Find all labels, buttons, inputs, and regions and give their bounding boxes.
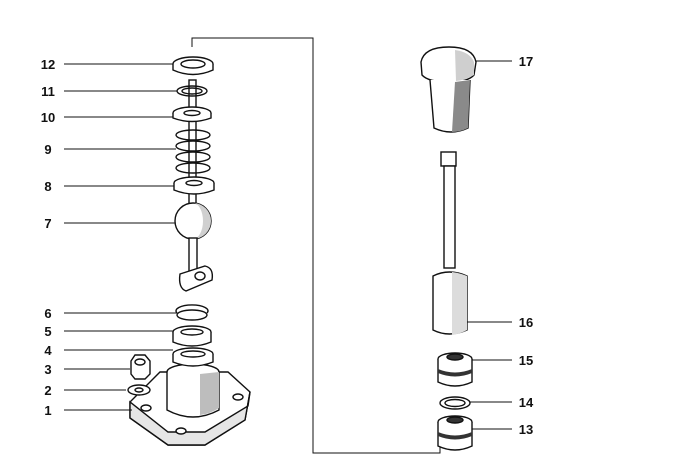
callout-6-label: 6 <box>44 306 51 321</box>
callout-2-label: 2 <box>44 383 51 398</box>
bushing <box>172 325 212 347</box>
callout-10-label: 10 <box>41 110 55 125</box>
callout-leaders <box>64 60 512 430</box>
callout-8-label: 8 <box>44 179 51 194</box>
callout-13-label: 13 <box>519 422 533 437</box>
callout-1-label: 1 <box>44 403 51 418</box>
coil-spring <box>175 129 211 174</box>
split-ring <box>439 396 471 410</box>
circlip <box>175 304 209 321</box>
callout-7-label: 7 <box>44 216 51 231</box>
callout-5-label: 5 <box>44 324 51 339</box>
assembly-link-line <box>191 37 441 454</box>
gear-knob <box>420 46 477 133</box>
gear-lever-housing <box>129 363 251 446</box>
callout-4-label: 4 <box>44 343 52 358</box>
callout-11-label: 11 <box>41 84 55 99</box>
callout-17-label: 17 <box>519 54 533 69</box>
bushing-upper <box>437 352 473 387</box>
callout-15-label: 15 <box>519 353 533 368</box>
washer <box>127 384 151 396</box>
callout-9-label: 9 <box>44 142 51 157</box>
spring-seat-lower <box>173 176 215 195</box>
shift-rod-sleeve <box>432 151 468 335</box>
callout-16-label: 16 <box>519 315 533 330</box>
bushing-lower <box>437 415 473 451</box>
gear-lever-ball <box>174 79 214 292</box>
callout-labels: 1 2 3 4 5 6 7 8 9 10 11 12 13 14 15 16 1… <box>41 54 534 437</box>
spring-seat-upper <box>172 106 212 123</box>
callout-12-label: 12 <box>41 57 55 72</box>
hex-nut <box>130 354 151 380</box>
cap-washer <box>172 56 214 76</box>
callout-14-label: 14 <box>519 395 534 410</box>
callout-3-label: 3 <box>44 362 51 377</box>
seal-ring <box>172 347 214 367</box>
